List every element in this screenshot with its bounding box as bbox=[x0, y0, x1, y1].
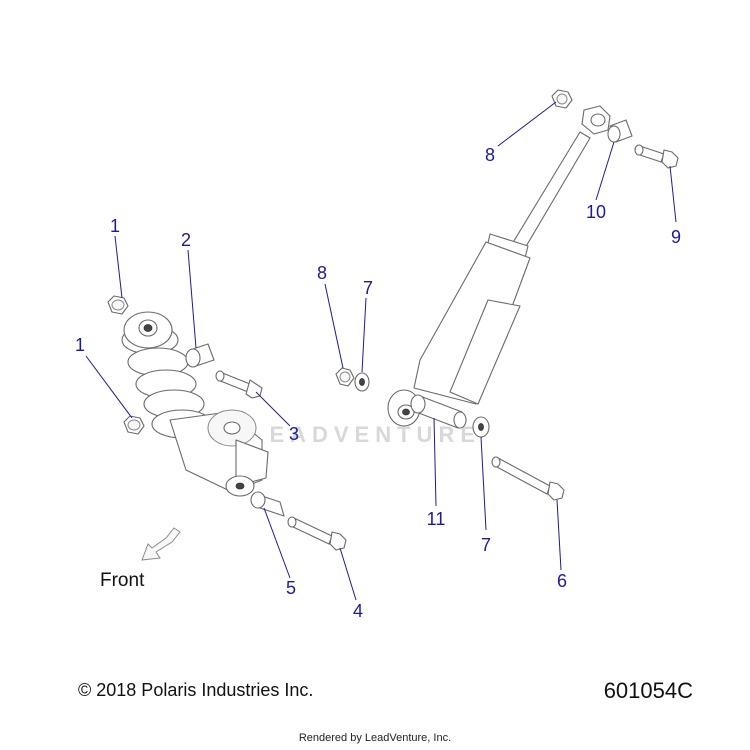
front-label: Front bbox=[100, 570, 145, 591]
part-1-nut-bottom bbox=[123, 415, 145, 435]
callout-11: 11 bbox=[427, 509, 446, 529]
callout-1-bottom: 1 bbox=[75, 335, 85, 355]
part-7-washer-middle bbox=[354, 372, 370, 392]
part-3-bolt bbox=[215, 370, 263, 399]
part-9-bolt bbox=[634, 144, 679, 169]
callout-1-top: 1 bbox=[110, 216, 120, 236]
callout-8-middle: 8 bbox=[317, 263, 327, 283]
callout-4: 4 bbox=[353, 601, 363, 621]
part-8-nut-top bbox=[551, 89, 573, 109]
leadventure-watermark: LEADVENTURE bbox=[250, 422, 482, 447]
callout-7-middle: 7 bbox=[363, 278, 373, 298]
part-1-nut-top bbox=[107, 295, 129, 315]
part-5-bushing bbox=[250, 491, 285, 517]
part-7-washer-bottom bbox=[472, 416, 490, 438]
front-direction-arrow bbox=[141, 527, 181, 561]
left-shock-absorber bbox=[121, 311, 269, 497]
leader-lines bbox=[85, 101, 677, 601]
part-11-spacer bbox=[410, 394, 467, 429]
part-10-bushing bbox=[607, 119, 633, 143]
part-8-nut-middle bbox=[335, 367, 355, 387]
rendered-by-credit: Rendered by LeadVenture, Inc. bbox=[298, 732, 452, 744]
part-4-bolt bbox=[287, 516, 347, 551]
callout-5: 5 bbox=[286, 578, 296, 598]
part-2-bushing bbox=[185, 343, 215, 368]
copyright-notice: © 2018 Polaris Industries Inc. bbox=[78, 680, 314, 700]
diagram-number: 601054C bbox=[603, 678, 693, 703]
right-shock-absorber bbox=[387, 105, 611, 427]
callout-9: 9 bbox=[671, 227, 681, 247]
callout-2: 2 bbox=[181, 230, 191, 250]
callout-7-bottom: 7 bbox=[481, 535, 491, 555]
callout-3: 3 bbox=[289, 424, 299, 444]
callout-6: 6 bbox=[557, 571, 567, 591]
callout-10: 10 bbox=[586, 202, 606, 222]
callout-8-top: 8 bbox=[485, 145, 495, 165]
part-6-bolt bbox=[491, 456, 565, 501]
